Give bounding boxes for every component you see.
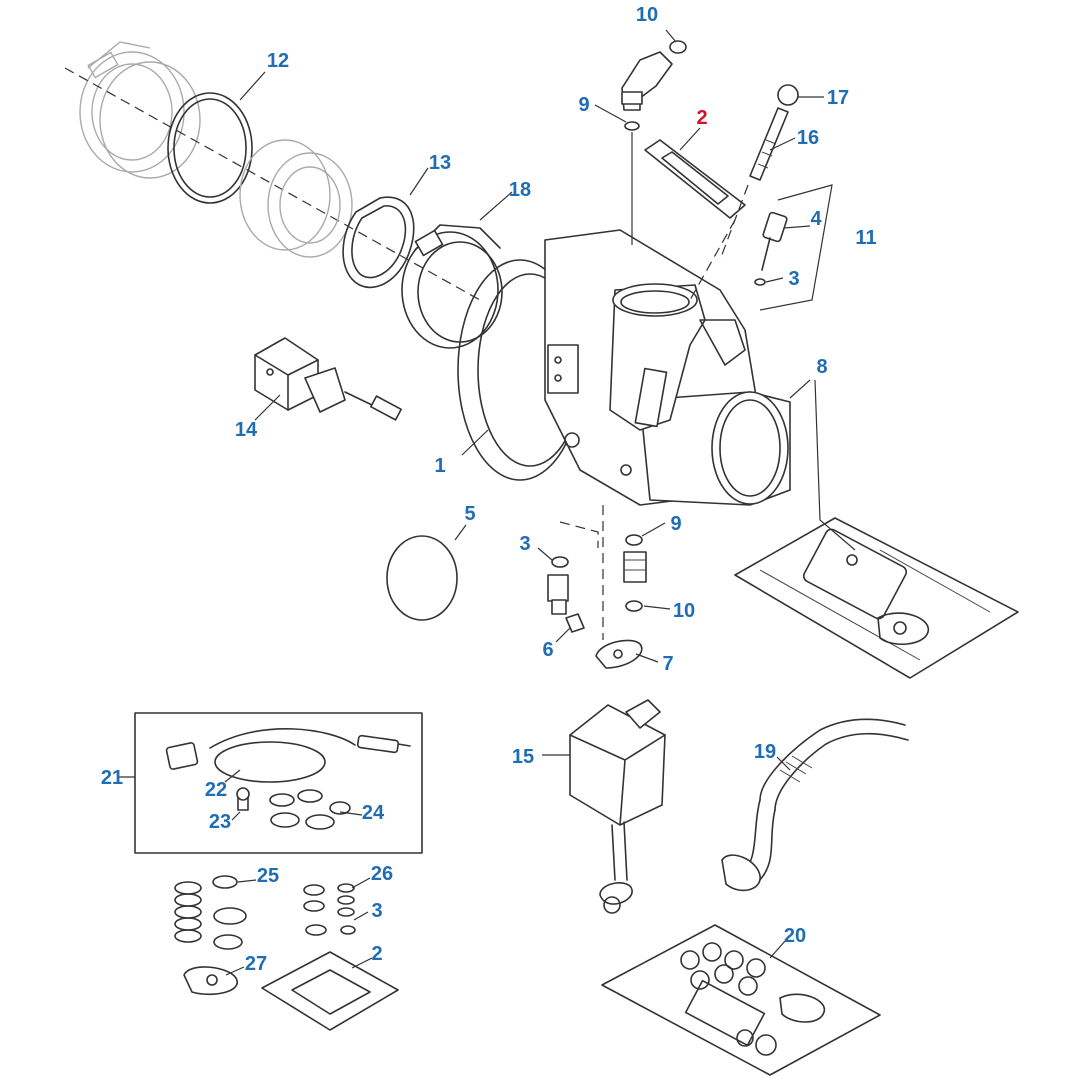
retaining-ring-13	[342, 196, 415, 289]
oil-feed-elbow-10	[621, 40, 687, 245]
harness-kit-box-21	[134, 712, 423, 854]
callout-18: 18	[509, 179, 531, 201]
callout-3: 3	[519, 533, 530, 555]
flange-gasket-2-top	[644, 139, 746, 301]
callout-16: 16	[797, 127, 819, 149]
o-ring-5	[386, 535, 458, 621]
callout-1: 1	[434, 455, 445, 477]
callout-13: 13	[429, 152, 451, 174]
callout-21: 21	[101, 767, 123, 789]
seal-kit-bag-20	[601, 924, 881, 1076]
turbocharger-body	[457, 229, 791, 506]
leader-lines	[118, 29, 856, 976]
v-band-clamp-ghost	[79, 41, 201, 179]
inlet-adapter-ghost	[239, 139, 353, 258]
callout-labels: 1 2 2 3 3 3 4 5 6 7 8 9 9 10 10 11 12 13…	[101, 4, 877, 975]
actuator-15	[569, 699, 666, 914]
lower-drain-fitting	[595, 505, 647, 669]
callout-2-highlight: 2	[696, 107, 707, 129]
callout-10: 10	[673, 600, 695, 622]
v-band-clamp-18	[401, 224, 503, 349]
gasket-kit-bag-8	[734, 517, 1019, 679]
callout-25: 25	[257, 865, 279, 887]
o-ring-set-26	[303, 883, 356, 936]
drain-gasket-27	[183, 966, 239, 996]
seal-ring-12	[167, 92, 253, 204]
callout-26: 26	[371, 863, 393, 885]
callout-3: 3	[788, 268, 799, 290]
oil-drain-tube-19	[721, 718, 909, 892]
callout-11: 11	[855, 227, 876, 249]
callout-8: 8	[816, 356, 827, 378]
callout-10: 10	[636, 4, 658, 26]
callout-2: 2	[371, 943, 382, 965]
callout-14: 14	[235, 419, 258, 441]
callout-6: 6	[542, 639, 553, 661]
callout-27: 27	[245, 953, 267, 975]
callout-3: 3	[371, 900, 382, 922]
callout-9: 9	[670, 513, 681, 535]
callout-7: 7	[662, 653, 673, 675]
spring-seal-stack-25	[174, 875, 247, 950]
callout-4: 4	[810, 208, 822, 230]
callout-22: 22	[205, 779, 227, 801]
callout-19: 19	[754, 741, 776, 763]
callout-15: 15	[512, 746, 534, 768]
actuator-connector-14	[254, 337, 402, 421]
sensor-4	[754, 184, 833, 311]
callout-20: 20	[784, 925, 806, 947]
lower-fitting-6	[547, 521, 599, 633]
callout-17: 17	[827, 87, 849, 109]
flange-gasket-2-bottom	[261, 951, 399, 1031]
callout-9: 9	[578, 94, 589, 116]
sensor-stud-16	[719, 84, 799, 261]
callout-23: 23	[209, 811, 231, 833]
callout-5: 5	[464, 503, 475, 525]
callout-12: 12	[267, 50, 289, 72]
callout-24: 24	[362, 802, 385, 824]
